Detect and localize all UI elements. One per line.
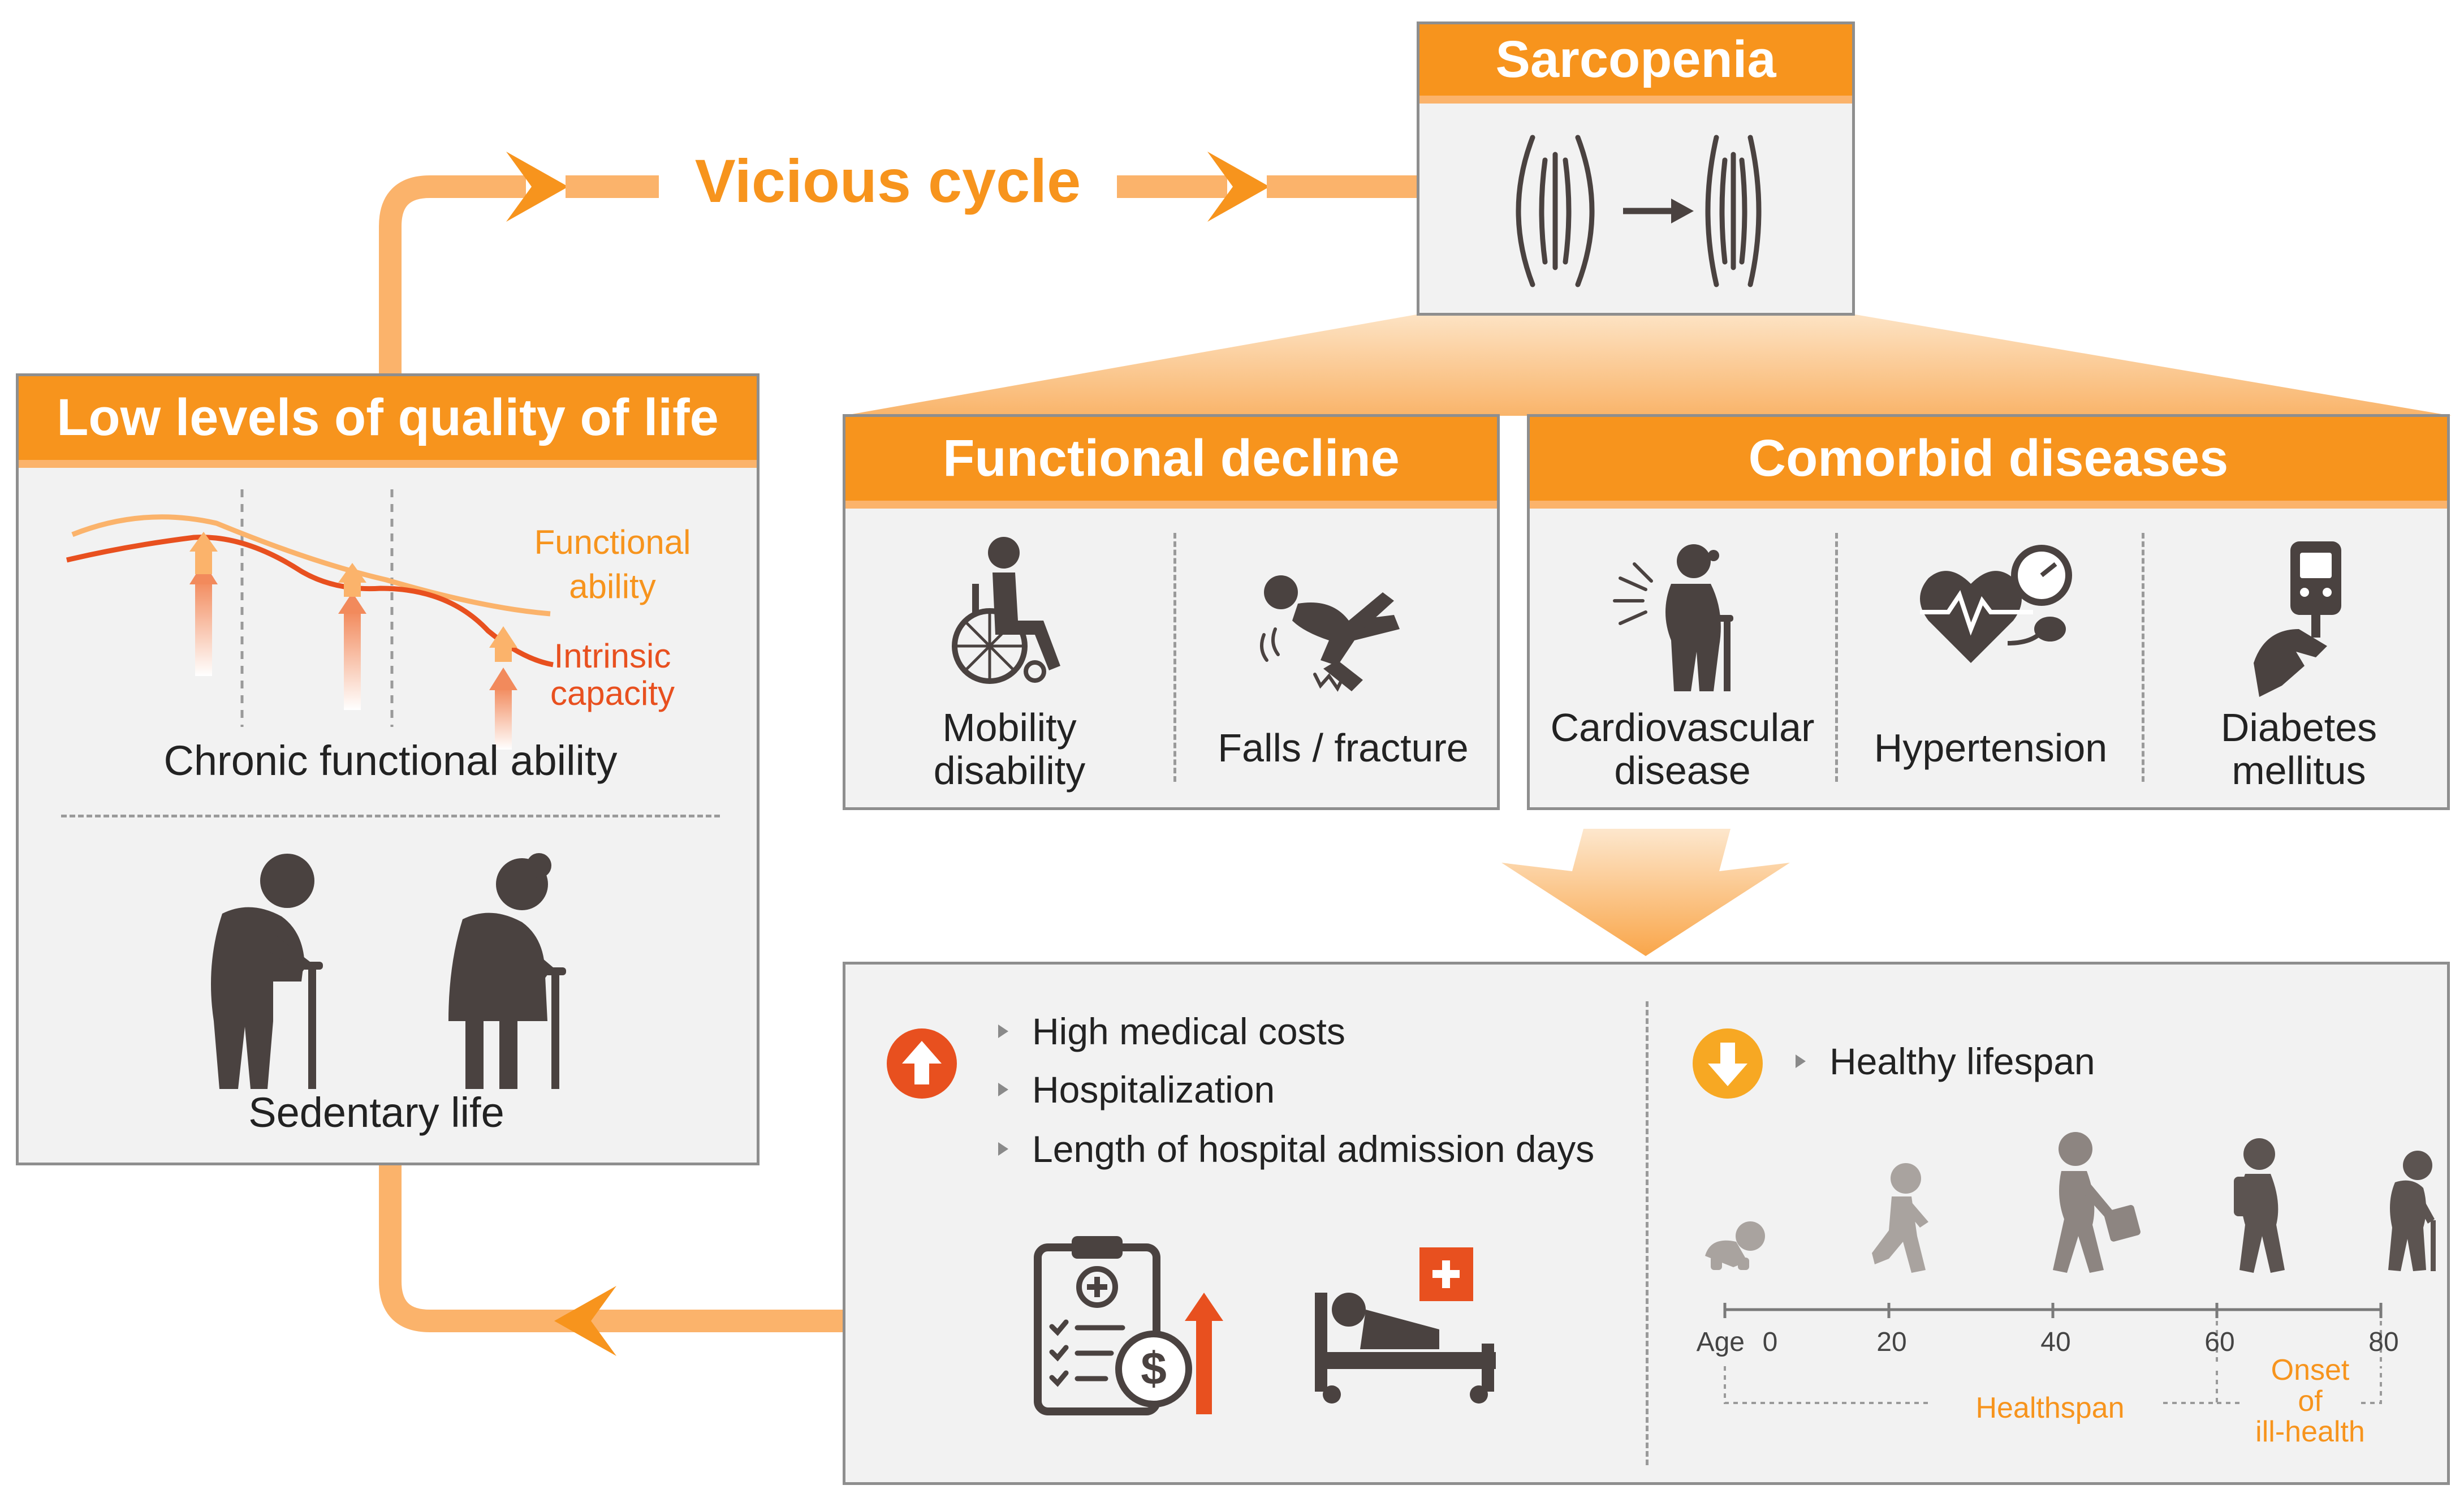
quality-of-life-panel: Low levels of quality of life Functional… bbox=[16, 373, 760, 1165]
elderly-with-cane-icon bbox=[2388, 1151, 2436, 1271]
falls-fracture-label: Falls / fracture bbox=[1218, 726, 1469, 770]
intrinsic-capacity-curve bbox=[66, 535, 554, 668]
diabetes-mellitus-label: Diabetes mellitus bbox=[2220, 705, 2377, 793]
glucose-meter-icon bbox=[2254, 541, 2341, 697]
healthspan-label: Healthspan bbox=[1975, 1392, 2125, 1424]
quality-of-life-title: Low levels of quality of life bbox=[19, 376, 757, 468]
vicious-cycle-label: Vicious cycle bbox=[694, 147, 1081, 215]
outcome-item: High medical costs bbox=[998, 1010, 1345, 1053]
sarcopenia-panel: Sarcopenia bbox=[1417, 21, 1855, 316]
chronic-functional-ability-caption: Chronic functional ability bbox=[163, 737, 618, 784]
sedentary-life-caption: Sedentary life bbox=[248, 1089, 504, 1136]
elderly-woman-with-cane-icon bbox=[448, 853, 566, 1089]
hospital-bed-icon bbox=[1315, 1247, 1496, 1404]
functional-decline-title: Functional decline bbox=[845, 417, 1497, 509]
heart-attack-icon bbox=[1613, 544, 1733, 691]
functional-ability-label: Functional ability bbox=[534, 523, 691, 605]
age-tick-label: 40 bbox=[2040, 1327, 2071, 1357]
intrinsic-capacity-label: Intrinsic capacity bbox=[550, 637, 675, 712]
elderly-man-with-cane-icon bbox=[211, 854, 323, 1089]
bullet-icon bbox=[1796, 1054, 1806, 1068]
functional-ability-curves bbox=[66, 489, 554, 750]
bullet-icon bbox=[998, 1142, 1008, 1156]
wheelchair-icon bbox=[952, 537, 1060, 684]
section-divider bbox=[61, 815, 720, 817]
age-axis-label: Age bbox=[1696, 1327, 1745, 1357]
outcome-item: Length of hospital admission days bbox=[998, 1127, 1594, 1170]
heart-gauge-icon bbox=[1920, 545, 2072, 663]
functional-ability-curve bbox=[71, 514, 551, 617]
age-timeline bbox=[1723, 1303, 2383, 1404]
age-tick-label: 60 bbox=[2204, 1327, 2235, 1357]
middle-aged-walking-icon bbox=[2234, 1138, 2285, 1273]
functional-decline-panel: Functional decline Mobility disability F… bbox=[843, 414, 1500, 810]
bullet-icon bbox=[998, 1083, 1008, 1096]
age-tick-label: 80 bbox=[2368, 1327, 2399, 1357]
intervention-arrows bbox=[189, 532, 517, 750]
age-tick-label: 20 bbox=[1876, 1327, 1907, 1357]
outcome-item: Healthy lifespan bbox=[1796, 1040, 2095, 1083]
muscle-atrophy-icon bbox=[1516, 135, 1762, 287]
falling-person-icon bbox=[1260, 575, 1400, 692]
child-walking-icon bbox=[1872, 1163, 1928, 1273]
svg-text:$: $ bbox=[1141, 1343, 1167, 1394]
outcome-item: Hospitalization bbox=[998, 1068, 1275, 1111]
comorbid-diseases-panel: Comorbid diseases Cardiovascular disease… bbox=[1527, 414, 2450, 810]
age-tick-label: 0 bbox=[1762, 1327, 1778, 1357]
column-divider bbox=[1173, 533, 1176, 782]
life-stages-figures bbox=[1705, 1132, 2436, 1273]
decrease-down-icon bbox=[1693, 1028, 1763, 1099]
medical-cost-clipboard-icon: $ bbox=[1034, 1236, 1223, 1415]
increase-up-icon bbox=[887, 1028, 957, 1099]
onset-of-ill-health-label: Onset of ill-health bbox=[2255, 1354, 2365, 1449]
column-divider bbox=[2142, 533, 2144, 782]
outcomes-panel: High medical costs Hospitalization Lengt… bbox=[843, 962, 2450, 1485]
mobility-disability-label: Mobility disability bbox=[933, 705, 1086, 793]
comorbid-diseases-title: Comorbid diseases bbox=[1530, 417, 2447, 509]
column-divider bbox=[1835, 533, 1838, 782]
adult-with-briefcase-icon bbox=[2053, 1132, 2141, 1273]
infant-crawling-icon bbox=[1705, 1221, 1765, 1270]
bullet-icon bbox=[998, 1025, 1008, 1038]
column-divider bbox=[1646, 1001, 1649, 1465]
sarcopenia-title: Sarcopenia bbox=[1419, 24, 1852, 104]
cardiovascular-disease-label: Cardiovascular disease bbox=[1550, 705, 1815, 793]
hypertension-label: Hypertension bbox=[1874, 726, 2108, 770]
